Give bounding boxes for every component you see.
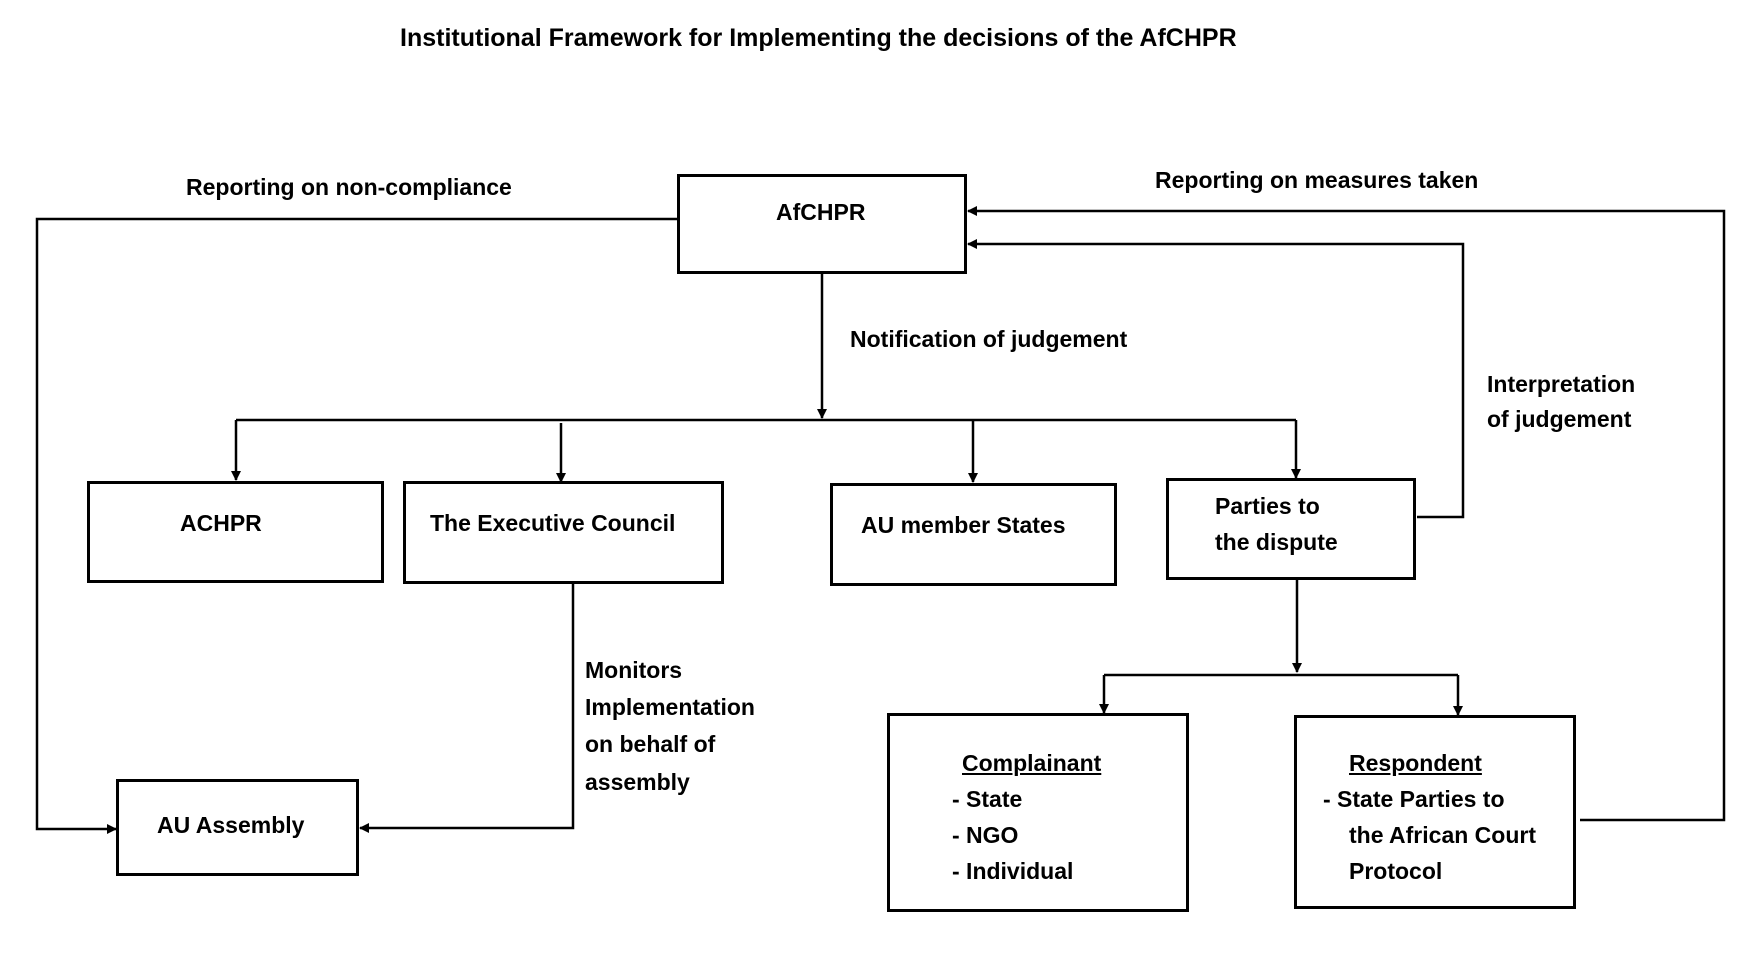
au-assembly-box: AU Assembly xyxy=(116,779,359,876)
monitors-label-line4: assembly xyxy=(585,769,690,795)
respondent-item: - State Parties to xyxy=(1323,786,1505,812)
reporting-non-compliance-label: Reporting on non-compliance xyxy=(186,174,512,200)
au-member-states-label: AU member States xyxy=(861,512,1066,538)
afchpr-box: AfCHPR xyxy=(677,174,967,274)
executive-council-label: The Executive Council xyxy=(430,510,676,536)
interpretation-arrow xyxy=(967,239,1465,519)
monitors-label-line3: on behalf of xyxy=(585,731,716,757)
achpr-label: ACHPR xyxy=(180,510,262,536)
au-member-states-box: AU member States xyxy=(830,483,1117,586)
achpr-box: ACHPR xyxy=(87,481,384,583)
parties-label-line1: Parties to xyxy=(1215,493,1320,519)
parties-box: Parties to the dispute xyxy=(1166,478,1416,580)
notification-label: Notification of judgement xyxy=(850,326,1128,352)
respondent-item: the African Court xyxy=(1349,822,1536,848)
non-compliance-arrow xyxy=(35,217,678,834)
complainant-box: Complainant - State - NGO - Individual xyxy=(887,713,1189,912)
page-title: Institutional Framework for Implementing… xyxy=(400,24,1237,52)
monitors-arrow xyxy=(359,584,575,833)
complainant-item: - State xyxy=(952,786,1023,812)
respondent-heading: Respondent xyxy=(1349,750,1482,776)
afchpr-label: AfCHPR xyxy=(776,199,866,225)
measures-arrow xyxy=(967,206,1726,822)
reporting-measures-label: Reporting on measures taken xyxy=(1155,167,1479,193)
au-assembly-label: AU Assembly xyxy=(157,812,305,838)
respondent-box: Respondent - State Parties to the Africa… xyxy=(1294,715,1576,909)
complainant-item: - NGO xyxy=(952,822,1019,848)
complainant-heading: Complainant xyxy=(962,750,1102,776)
executive-council-box: The Executive Council xyxy=(403,481,724,584)
parties-label-line2: the dispute xyxy=(1215,529,1338,555)
interpretation-label-line2: of judgement xyxy=(1487,406,1632,432)
interpretation-label-line1: Interpretation xyxy=(1487,371,1636,397)
respondent-item: Protocol xyxy=(1349,858,1443,884)
complainant-item: - Individual xyxy=(952,858,1074,884)
monitors-label-line1: Monitors xyxy=(585,657,683,683)
monitors-label-line2: Implementation xyxy=(585,694,755,720)
